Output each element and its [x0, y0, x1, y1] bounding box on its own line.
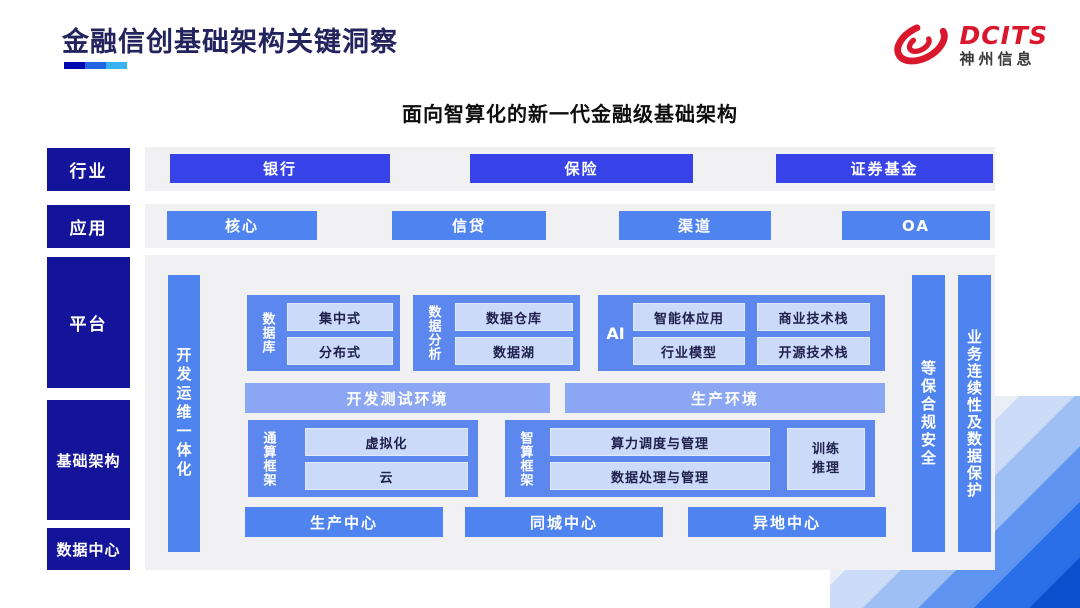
- intelligent-compute-item-data-mgmt: 数据处理与管理: [550, 462, 770, 490]
- layer-label-infrastructure: 基础架构: [47, 400, 130, 520]
- industry-item-securities: 证券基金: [776, 154, 993, 183]
- title-underline: [64, 62, 127, 69]
- center-same-city: 同城中心: [465, 507, 663, 537]
- industry-item-bank: 银行: [170, 154, 390, 183]
- underline-segment: [106, 62, 127, 69]
- devops-bar: 开发运维一体化: [168, 275, 200, 552]
- company-logo: DCITS 神州信息: [890, 16, 1048, 74]
- database-item-centralized: 集中式: [287, 303, 393, 331]
- analytics-item-warehouse: 数据仓库: [455, 303, 573, 331]
- group-ai-label: AI: [606, 323, 625, 343]
- ai-item-industry-models: 行业模型: [633, 337, 745, 365]
- ai-item-agent-apps: 智能体应用: [633, 303, 745, 331]
- business-continuity-label: 业务连续性及数据保护: [965, 328, 983, 499]
- security-compliance-bar: 等保合规安全: [912, 275, 945, 552]
- business-continuity-bar: 业务连续性及数据保护: [958, 275, 991, 552]
- group-analytics: 数据分析 数据仓库 数据湖: [413, 295, 580, 371]
- diagram-subtitle: 面向智算化的新一代金融级基础架构: [402, 102, 738, 126]
- group-analytics-label: 数据分析: [425, 305, 441, 361]
- group-database: 数据库 集中式 分布式: [247, 295, 400, 371]
- page-title: 金融信创基础架构关键洞察: [62, 27, 398, 58]
- group-general-compute-label: 通算框架: [260, 430, 276, 487]
- general-compute-item-virtualization: 虚拟化: [305, 428, 468, 456]
- env-production: 生产环境: [565, 383, 885, 413]
- swirl-logo-icon: [890, 16, 952, 74]
- group-intelligent-compute: 智算框架 算力调度与管理 数据处理与管理 训练 推理: [505, 420, 875, 497]
- underline-segment: [85, 62, 106, 69]
- layer-label-platform: 平台: [47, 257, 130, 388]
- layer-label-application: 应用: [47, 205, 130, 248]
- ai-item-opensource-stack: 开源技术栈: [757, 337, 870, 365]
- logo-brand-text: DCITS: [959, 20, 1048, 50]
- security-compliance-label: 等保合规安全: [919, 359, 937, 468]
- group-intelligent-compute-label: 智算框架: [517, 430, 533, 487]
- application-item-credit: 信贷: [392, 211, 546, 240]
- application-item-core: 核心: [167, 211, 317, 240]
- group-database-label: 数据库: [259, 312, 275, 354]
- application-item-channel: 渠道: [619, 211, 771, 240]
- industry-item-insurance: 保险: [470, 154, 693, 183]
- intelligent-compute-item-train-infer: 训练 推理: [787, 428, 865, 490]
- analytics-item-lake: 数据湖: [455, 337, 573, 365]
- general-compute-item-cloud: 云: [305, 462, 468, 490]
- logo-company-text: 神州信息: [959, 49, 1036, 68]
- center-remote: 异地中心: [688, 507, 886, 537]
- database-item-distributed: 分布式: [287, 337, 393, 365]
- underline-segment: [64, 62, 85, 69]
- layer-label-industry: 行业: [47, 148, 130, 191]
- env-dev-test: 开发测试环境: [245, 383, 550, 413]
- group-ai: AI 智能体应用 商业技术栈 行业模型 开源技术栈: [598, 295, 885, 371]
- group-general-compute: 通算框架 虚拟化 云: [248, 420, 478, 497]
- devops-bar-label: 开发运维一体化: [174, 347, 193, 480]
- intelligent-compute-item-scheduling: 算力调度与管理: [550, 428, 770, 456]
- ai-item-commercial-stack: 商业技术栈: [757, 303, 870, 331]
- application-item-oa: OA: [842, 211, 990, 240]
- center-production: 生产中心: [245, 507, 443, 537]
- layer-label-datacenter: 数据中心: [47, 528, 130, 570]
